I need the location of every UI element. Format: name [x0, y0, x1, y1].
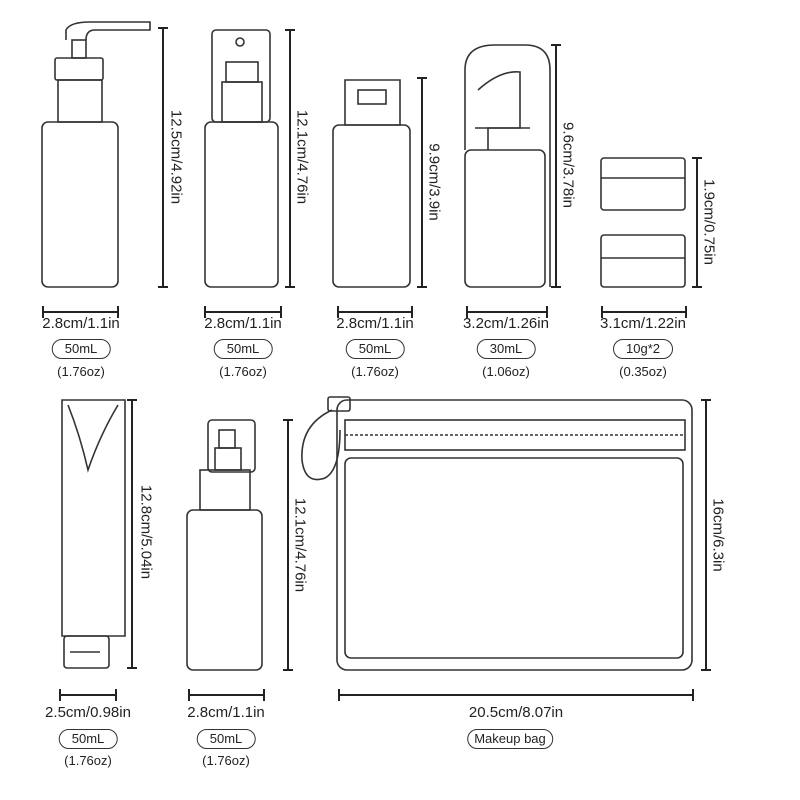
height-label: 16cm/6.3in [709, 498, 727, 572]
capacity-badge: 50mL [345, 339, 405, 359]
width-label: 3.2cm/1.26in [463, 315, 549, 332]
width-label: 2.8cm/1.1in [42, 315, 120, 332]
lotion-pump-bottle-drawing [186, 419, 263, 671]
width-label: 2.8cm/1.1in [187, 704, 265, 721]
makeup-bag-drawing [301, 396, 693, 671]
makeup-bag-badge: Makeup bag [467, 729, 553, 749]
width-label: 2.8cm/1.1in [336, 315, 414, 332]
capacity-badge: 30mL [476, 339, 536, 359]
pump-bottle-drawing [41, 21, 151, 288]
weight-label: (1.76oz) [202, 753, 250, 768]
height-label: 12.1cm/4.76in [291, 497, 309, 593]
flip-cap-bottle-drawing [332, 79, 411, 288]
capacity-badge: 50mL [58, 729, 118, 749]
weight-label: (1.76oz) [219, 364, 267, 379]
width-label: 2.8cm/1.1in [204, 315, 282, 332]
weight-label: (1.76oz) [64, 753, 112, 768]
height-label: 12.5cm/4.92in [167, 109, 185, 205]
dimension-lines [42, 27, 711, 701]
height-label: 12.1cm/4.76in [293, 109, 311, 205]
weight-label: (1.76oz) [57, 364, 105, 379]
weight-label: (0.35oz) [619, 364, 667, 379]
height-label: 12.8cm/5.04in [137, 484, 155, 580]
spray-bottle-drawing [204, 29, 279, 288]
weight-label: (1.76oz) [351, 364, 399, 379]
width-label: 2.5cm/0.98in [45, 704, 131, 721]
squeeze-tube-drawing [61, 399, 126, 669]
capacity-badge: 50mL [51, 339, 111, 359]
height-label: 9.9cm/3.9in [425, 143, 443, 221]
capacity-badge: 10g*2 [613, 339, 673, 359]
capacity-badge: 50mL [213, 339, 273, 359]
cream-jars-drawing [600, 157, 686, 288]
foam-bottle-drawing [464, 44, 551, 288]
width-label: 20.5cm/8.07in [468, 704, 564, 721]
height-label: 1.9cm/0.75in [700, 179, 718, 265]
height-label: 9.6cm/3.78in [559, 122, 577, 208]
width-label: 3.1cm/1.22in [600, 315, 686, 332]
capacity-badge: 50mL [196, 729, 256, 749]
weight-label: (1.06oz) [482, 364, 530, 379]
